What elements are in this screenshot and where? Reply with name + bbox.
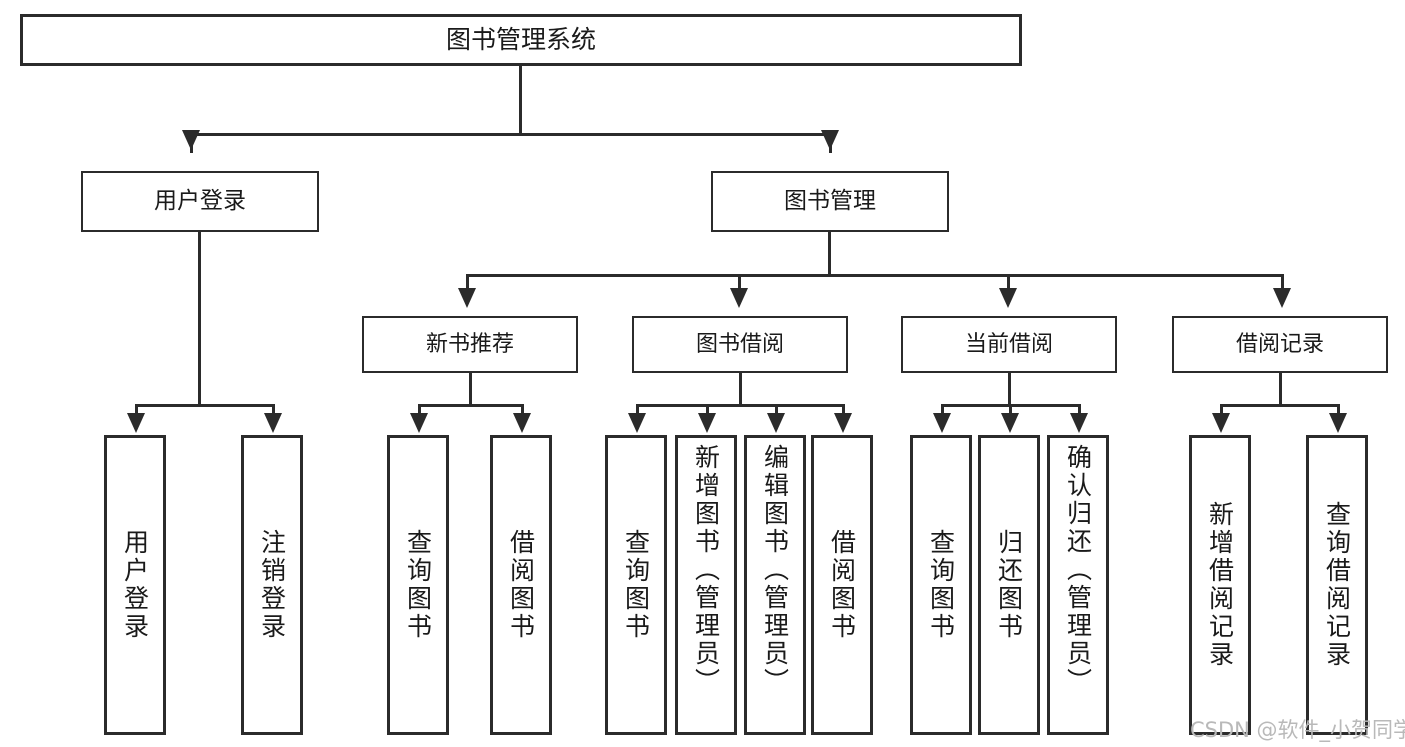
connector-currentborrow-drop-3 bbox=[1078, 404, 1081, 414]
leaf-query-book-2[interactable]: 查询图书 bbox=[605, 435, 667, 735]
arrow-icon bbox=[730, 288, 748, 308]
node-root-system[interactable]: 图书管理系统 bbox=[20, 14, 1022, 66]
connector-root-stem bbox=[519, 66, 522, 134]
node-user-login[interactable]: 用户登录 bbox=[81, 171, 319, 232]
node-label: 新增图书（管理员） bbox=[691, 444, 721, 696]
node-current-borrow[interactable]: 当前借阅 bbox=[901, 316, 1117, 373]
node-label: 查询借阅记录 bbox=[1322, 501, 1352, 669]
node-label: 图书借阅 bbox=[695, 331, 784, 357]
arrow-icon bbox=[933, 413, 951, 433]
arrow-icon bbox=[458, 288, 476, 308]
arrow-icon bbox=[999, 288, 1017, 308]
leaf-return-book[interactable]: 归还图书 bbox=[978, 435, 1040, 735]
leaf-logout[interactable]: 注销登录 bbox=[241, 435, 303, 735]
connector-borrowrecord-drop-2 bbox=[1337, 404, 1340, 414]
node-book-borrow[interactable]: 图书借阅 bbox=[632, 316, 848, 373]
connector-bookmgmt-drop-2 bbox=[738, 274, 741, 292]
arrow-icon bbox=[834, 413, 852, 433]
node-label: 注销登录 bbox=[257, 529, 287, 641]
leaf-edit-book-admin[interactable]: 编辑图书（管理员） bbox=[744, 435, 806, 735]
node-label: 确认归还（管理员） bbox=[1063, 444, 1093, 696]
arrow-icon bbox=[182, 130, 200, 150]
connector-bookmgmt-drop-4 bbox=[1281, 274, 1284, 292]
connector-currentborrow-stem bbox=[1008, 373, 1011, 406]
leaf-borrow-book-1[interactable]: 借阅图书 bbox=[490, 435, 552, 735]
arrow-icon bbox=[1001, 413, 1019, 433]
connector-bookborrow-drop-4 bbox=[842, 404, 845, 414]
arrow-icon bbox=[410, 413, 428, 433]
node-label: 新书推荐 bbox=[425, 331, 514, 357]
node-label: 用户登录 bbox=[154, 188, 246, 215]
node-label: 查询图书 bbox=[621, 529, 651, 641]
connector-borrowrecord-stem bbox=[1279, 373, 1282, 406]
connector-newbook-stem bbox=[469, 373, 472, 406]
connector-bookmgmt-stem bbox=[828, 232, 831, 276]
connector-newbook-drop-2 bbox=[521, 404, 524, 414]
arrow-icon bbox=[821, 130, 839, 150]
connector-userlogin-drop-2 bbox=[272, 404, 275, 418]
connector-newbook-bar bbox=[418, 404, 524, 407]
node-borrow-record[interactable]: 借阅记录 bbox=[1172, 316, 1388, 373]
leaf-query-book-3[interactable]: 查询图书 bbox=[910, 435, 972, 735]
watermark-text: CSDN @软件_小贺同学 bbox=[1190, 718, 1405, 742]
node-label: 用户登录 bbox=[120, 529, 150, 641]
node-label: 借阅图书 bbox=[827, 529, 857, 641]
node-book-management[interactable]: 图书管理 bbox=[711, 171, 949, 232]
node-label: 归还图书 bbox=[994, 529, 1024, 641]
arrow-icon bbox=[513, 413, 531, 433]
connector-bookborrow-drop-3 bbox=[775, 404, 778, 414]
connector-root-bar bbox=[190, 133, 832, 136]
node-new-book-recommend[interactable]: 新书推荐 bbox=[362, 316, 578, 373]
connector-newbook-drop-1 bbox=[418, 404, 421, 414]
leaf-add-book-admin[interactable]: 新增图书（管理员） bbox=[675, 435, 737, 735]
node-label: 图书管理 bbox=[784, 188, 876, 215]
node-label: 查询图书 bbox=[403, 529, 433, 641]
node-label: 编辑图书（管理员） bbox=[760, 444, 790, 696]
connector-bookborrow-drop-1 bbox=[636, 404, 639, 414]
arrow-icon bbox=[264, 413, 282, 433]
connector-borrowrecord-bar bbox=[1220, 404, 1340, 407]
connector-currentborrow-drop-2 bbox=[1009, 404, 1012, 414]
arrow-icon bbox=[1329, 413, 1347, 433]
arrow-icon bbox=[698, 413, 716, 433]
connector-userlogin-bar bbox=[135, 404, 275, 407]
arrow-icon bbox=[1212, 413, 1230, 433]
leaf-confirm-return-admin[interactable]: 确认归还（管理员） bbox=[1047, 435, 1109, 735]
node-label: 借阅记录 bbox=[1235, 331, 1324, 357]
connector-currentborrow-drop-1 bbox=[941, 404, 944, 414]
connector-borrowrecord-drop-1 bbox=[1220, 404, 1223, 414]
node-label: 查询图书 bbox=[926, 529, 956, 641]
connector-userlogin-stem bbox=[198, 232, 201, 407]
connector-bookmgmt-drop-3 bbox=[1007, 274, 1010, 292]
connector-bookborrow-bar bbox=[636, 404, 844, 407]
node-label: 图书管理系统 bbox=[445, 24, 596, 54]
leaf-query-book-1[interactable]: 查询图书 bbox=[387, 435, 449, 735]
node-label: 当前借阅 bbox=[964, 331, 1053, 357]
connector-bookmgmt-drop-1 bbox=[466, 274, 469, 292]
arrow-icon bbox=[1070, 413, 1088, 433]
leaf-add-borrow-record[interactable]: 新增借阅记录 bbox=[1189, 435, 1251, 735]
connector-bookborrow-stem bbox=[739, 373, 742, 406]
node-label: 借阅图书 bbox=[506, 529, 536, 641]
connector-bookmgmt-bar bbox=[466, 274, 1284, 277]
connector-bookborrow-drop-2 bbox=[706, 404, 709, 414]
leaf-borrow-book-2[interactable]: 借阅图书 bbox=[811, 435, 873, 735]
connector-userlogin-drop-1 bbox=[135, 404, 138, 418]
arrow-icon bbox=[628, 413, 646, 433]
leaf-query-borrow-record[interactable]: 查询借阅记录 bbox=[1306, 435, 1368, 735]
arrow-icon bbox=[127, 413, 145, 433]
leaf-user-login[interactable]: 用户登录 bbox=[104, 435, 166, 735]
node-label: 新增借阅记录 bbox=[1205, 501, 1235, 669]
arrow-icon bbox=[1273, 288, 1291, 308]
arrow-icon bbox=[767, 413, 785, 433]
